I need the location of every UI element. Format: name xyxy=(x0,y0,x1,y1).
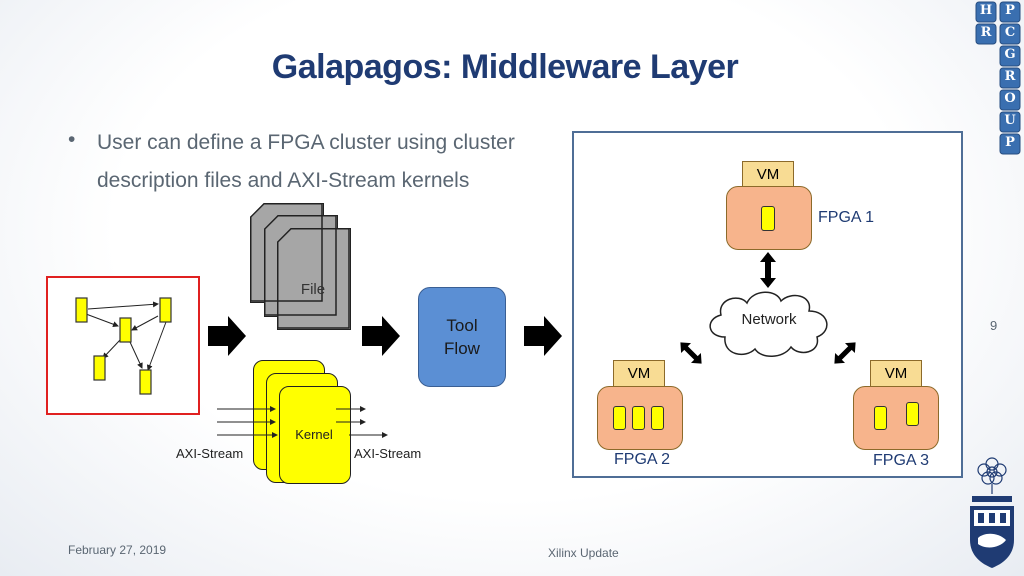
fpga1-label: FPGA 1 xyxy=(818,209,875,226)
logo-letter: C xyxy=(1004,25,1016,40)
graph-node xyxy=(75,297,88,323)
logo-letter: R xyxy=(980,25,992,40)
graph-node xyxy=(93,355,106,381)
chip-icon xyxy=(906,402,919,426)
chip-icon xyxy=(761,206,775,231)
logo-letter: O xyxy=(1004,91,1016,106)
chip-icon xyxy=(632,406,645,430)
footer-date: February 27, 2019 xyxy=(68,543,167,557)
axi-stream-arrows xyxy=(217,406,388,438)
fpga2-label: FPGA 2 xyxy=(614,451,671,468)
vm-box-fpga2: VM xyxy=(613,360,665,388)
logo-letter: G xyxy=(1004,47,1016,62)
axi-stream-left-label: AXI-Stream xyxy=(176,446,244,461)
vm-box-fpga3: VM xyxy=(870,360,922,388)
task-graph xyxy=(75,297,172,395)
hprc-group-logo: H P R C G R O U P xyxy=(972,0,1024,164)
tool-flow-box: Tool Flow xyxy=(418,287,506,387)
fpga3-label: FPGA 3 xyxy=(873,452,930,469)
fpga3-box xyxy=(853,386,939,450)
graph-node xyxy=(159,297,172,323)
logo-letter: P xyxy=(1005,135,1015,150)
logo-letter: P xyxy=(1005,3,1015,18)
arrow-right-icon xyxy=(208,316,246,356)
graph-node xyxy=(119,317,132,343)
footer-center: Xilinx Update xyxy=(548,546,619,560)
network-cloud-icon xyxy=(709,291,828,357)
tool-flow-line2: Flow xyxy=(444,339,480,358)
graph-node xyxy=(139,369,152,395)
logo-letter: R xyxy=(1004,69,1016,84)
vm-label: VM xyxy=(756,166,780,183)
puzzle-icon xyxy=(975,1,1021,155)
chip-icon xyxy=(651,406,664,430)
axi-stream-right-label: AXI-Stream xyxy=(354,446,422,461)
vm-label: VM xyxy=(884,365,908,382)
chip-icon xyxy=(613,406,626,430)
slide-title: Galapagos: Middleware Layer xyxy=(271,48,739,86)
file-label: File xyxy=(300,281,326,298)
logo-letter: H xyxy=(979,3,993,18)
file-outline xyxy=(250,203,350,329)
double-arrow-icon xyxy=(834,342,856,364)
logo-letter: U xyxy=(1004,113,1016,128)
bullet-text: User can define a FPGA cluster using clu… xyxy=(97,131,515,192)
graph-frame xyxy=(46,276,200,415)
double-arrow-icon xyxy=(760,252,776,288)
arrow-right-icon xyxy=(524,316,562,356)
page-number: 9 xyxy=(990,318,998,333)
kernel-label: Kernel xyxy=(295,427,333,442)
arrow-right-icon xyxy=(362,316,400,356)
vm-label: VM xyxy=(627,365,651,382)
double-arrow-icon xyxy=(680,342,702,364)
chip-icon xyxy=(874,406,887,430)
tool-flow-line1: Tool xyxy=(446,316,478,335)
university-crest-icon xyxy=(970,457,1014,568)
vm-box-fpga1: VM xyxy=(742,161,794,189)
network-label: Network xyxy=(741,311,797,328)
kernel-icon xyxy=(279,386,351,484)
bullet-dot: • xyxy=(68,128,76,151)
